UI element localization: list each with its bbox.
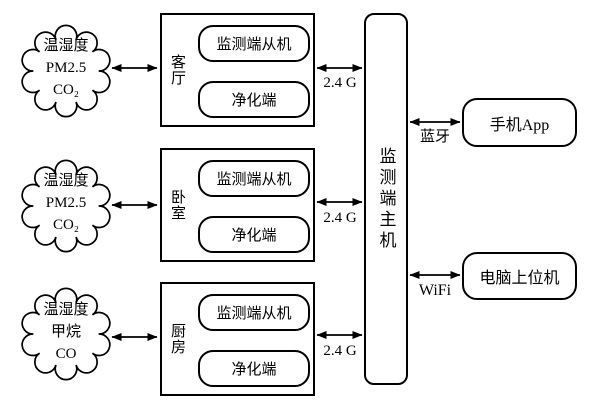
node-kitchen: 厨房 监测端从机 净化端 — [160, 282, 315, 396]
phone-app-label: 手机App — [489, 116, 550, 134]
sensor-line: CO₂ — [52, 216, 80, 233]
purifier-box: 净化端 — [198, 216, 310, 253]
link-label-bluetooth: 蓝牙 — [419, 129, 450, 145]
monitor-slave-label: 监测端从机 — [216, 37, 292, 53]
link-label-wifi: WiFi — [418, 282, 452, 299]
sensor-line: 温湿度 — [43, 302, 89, 318]
monitor-slave-label: 监测端从机 — [216, 306, 292, 322]
sensor-line: CO — [55, 345, 77, 362]
node-pc-host: 电脑上位机 — [462, 252, 577, 300]
sensor-line: CO₂ — [52, 81, 80, 98]
link-label-24g-bedroom: 2.4 G — [323, 210, 357, 226]
purifier-label: 净化端 — [231, 362, 277, 378]
bedroom-sensor-cloud: 温湿度 PM2.5 CO₂ — [20, 171, 112, 236]
purifier-box: 净化端 — [198, 81, 310, 118]
cloud-shape-bedroom-sensors — [21, 159, 111, 253]
monitor-master-label: 监测端主机 — [376, 146, 396, 252]
link-label-24g-living: 2.4 G — [323, 75, 357, 91]
node-monitor-master: 监测端主机 — [364, 13, 408, 385]
room-label: 卧室 — [169, 189, 185, 221]
node-phone-app: 手机App — [462, 98, 577, 147]
sensor-line: PM2.5 — [45, 59, 87, 76]
purifier-box: 净化端 — [198, 350, 310, 387]
monitor-slave-box: 监测端从机 — [198, 25, 310, 62]
monitor-slave-box: 监测端从机 — [198, 160, 310, 197]
room-label: 厨房 — [169, 323, 185, 355]
purifier-label: 净化端 — [231, 93, 277, 109]
node-bedroom: 卧室 监测端从机 净化端 — [160, 148, 315, 262]
cloud-shape-living-room-sensors — [21, 24, 111, 118]
sensor-line: 甲烷 — [50, 323, 81, 340]
sensor-line: 温湿度 — [43, 38, 89, 54]
node-living-room: 客厅 监测端从机 净化端 — [160, 13, 315, 127]
link-label-24g-kitchen: 2.4 G — [323, 343, 357, 359]
pc-host-label: 电脑上位机 — [479, 270, 560, 287]
room-label: 客厅 — [169, 54, 185, 86]
purifier-label: 净化端 — [231, 228, 277, 244]
livingroom-sensor-cloud: 温湿度 PM2.5 CO₂ — [20, 36, 112, 101]
monitor-slave-box: 监测端从机 — [198, 294, 310, 331]
sensor-line: 温湿度 — [43, 173, 89, 189]
sensor-line: PM2.5 — [45, 194, 87, 211]
monitor-slave-label: 监测端从机 — [216, 172, 292, 188]
cloud-shape-kitchen-sensors — [21, 287, 111, 381]
kitchen-sensor-cloud: 温湿度 甲烷 CO — [20, 300, 112, 365]
